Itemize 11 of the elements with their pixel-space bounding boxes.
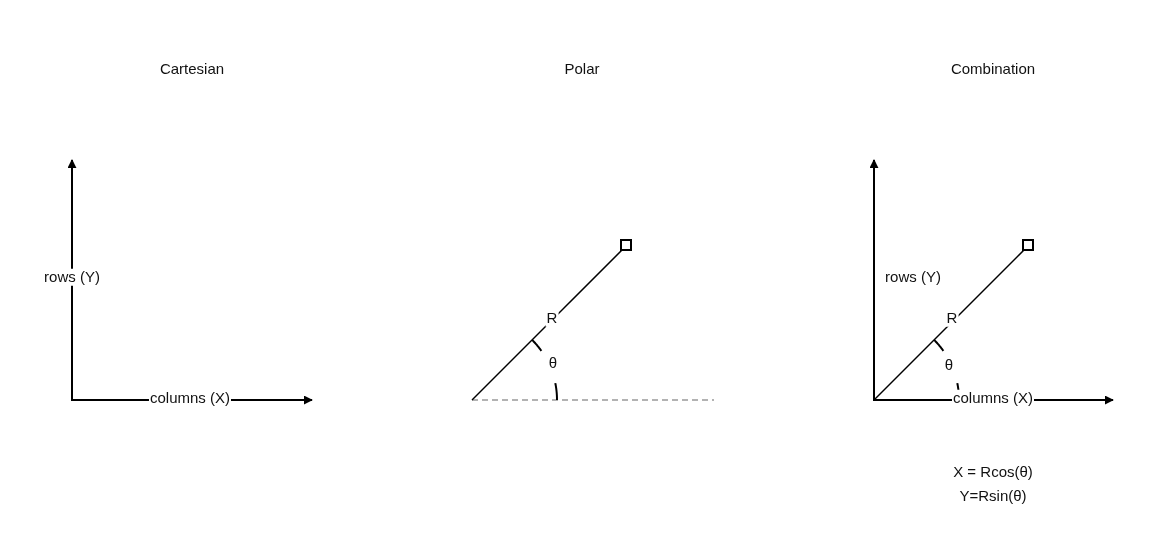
angle-label: θ (547, 354, 559, 372)
formula: X = Rcos(θ) (952, 463, 1034, 481)
panel-title: Combination (949, 60, 1037, 78)
axis-label: columns (X) (952, 389, 1034, 407)
axis-label: rows (Y) (43, 268, 101, 286)
panel-title: Cartesian (158, 60, 226, 78)
formula: Y=Rsin(θ) (958, 487, 1028, 505)
angle-label: θ (943, 356, 955, 374)
panel-title: Polar (563, 60, 601, 78)
axis-label: columns (X) (149, 389, 231, 407)
axis-label: rows (Y) (884, 268, 942, 286)
